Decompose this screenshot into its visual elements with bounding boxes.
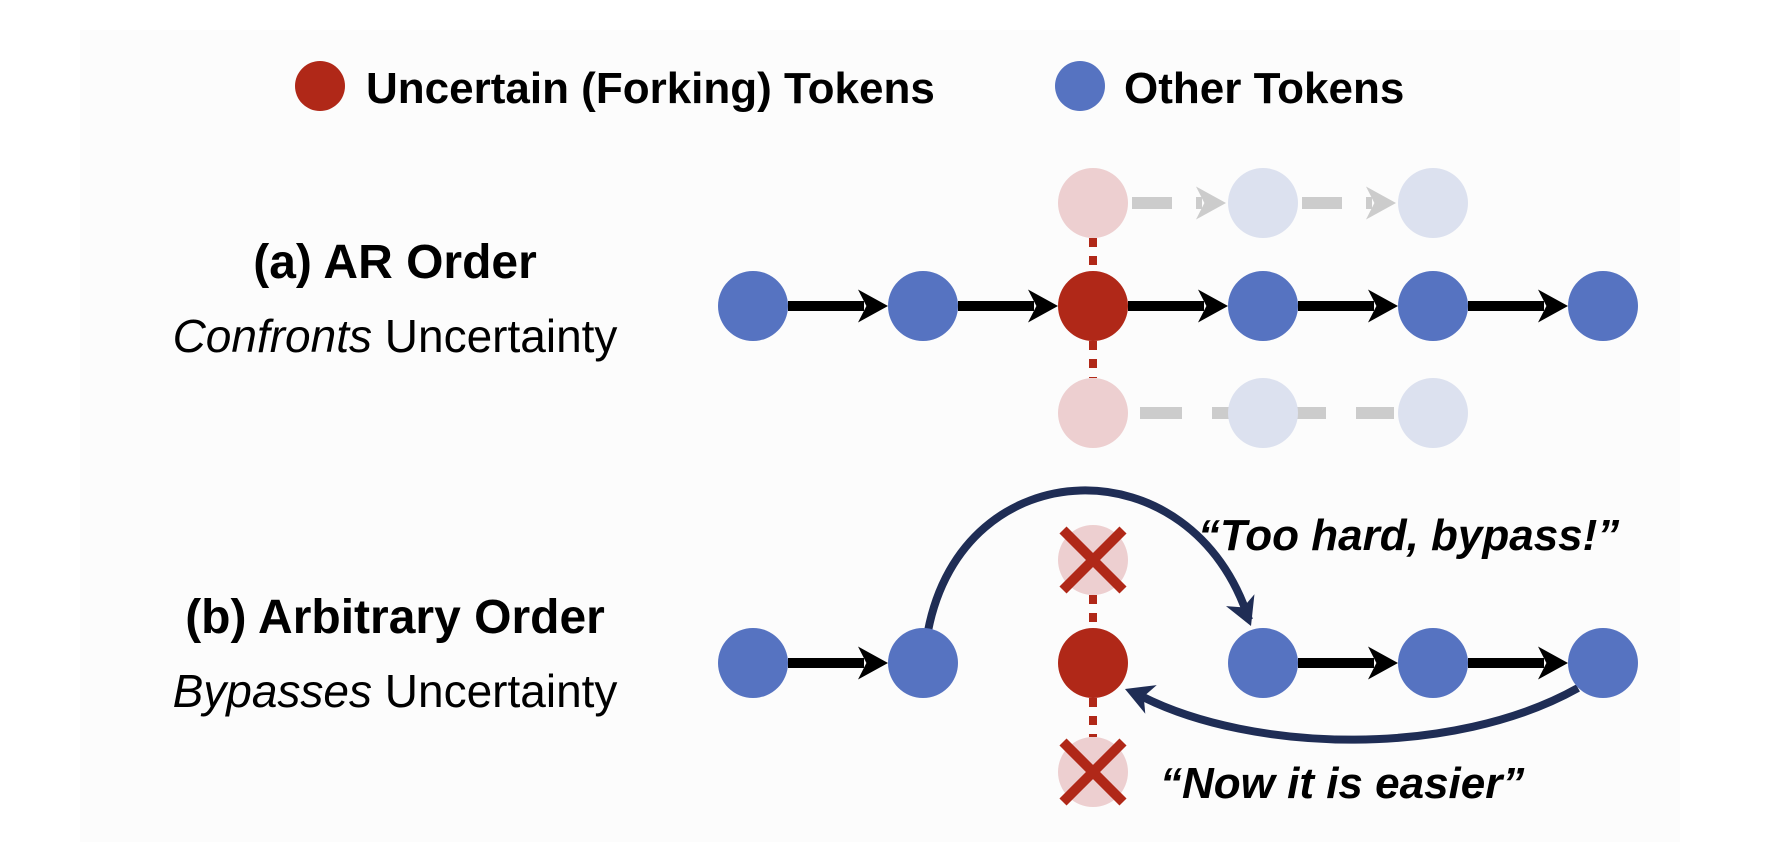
panel-a-subtitle-italic: Confronts	[173, 310, 372, 362]
sequence-arrow	[1468, 289, 1568, 323]
sequence-arrow	[788, 289, 888, 323]
arrowhead-icon	[1028, 289, 1058, 323]
bypass-arrow	[924, 486, 1253, 632]
sequence-arrow	[1298, 646, 1398, 680]
token	[1568, 628, 1638, 698]
return-annotation: “Now it is easier”	[1160, 759, 1524, 808]
panel-b-subtitle-rest: Uncertainty	[372, 665, 617, 717]
panel-a-diagram	[718, 168, 1638, 448]
arrowhead-icon	[1368, 289, 1398, 323]
token	[1228, 628, 1298, 698]
sequence-arrow	[1128, 289, 1228, 323]
sequence-arrow	[958, 289, 1058, 323]
token	[1398, 628, 1468, 698]
panel-b-subtitle-italic: Bypasses	[173, 665, 372, 717]
arrowhead-icon	[858, 646, 888, 680]
forking-token	[1058, 628, 1128, 698]
return-arrowhead-icon	[1125, 685, 1157, 714]
arrowhead-icon	[1538, 646, 1568, 680]
arrowhead-icon	[1368, 646, 1398, 680]
panel-a-subtitle: Confronts Uncertainty	[173, 310, 618, 362]
ghost-arrow	[1132, 186, 1226, 220]
token	[1568, 271, 1638, 341]
ghost-token-bottom	[1228, 378, 1298, 448]
ghost-token-bottom	[1398, 378, 1468, 448]
cross-stroke	[1059, 738, 1127, 806]
token	[1398, 271, 1468, 341]
arrowhead-icon	[1366, 186, 1396, 220]
sequence-arrow	[1468, 646, 1568, 680]
legend-label-other: Other Tokens	[1124, 64, 1404, 113]
legend: Uncertain (Forking) Tokens Other Tokens	[295, 61, 1404, 113]
ghost-token-top	[1058, 168, 1128, 238]
cross-stroke	[1059, 526, 1127, 594]
ghost-token-top	[1228, 168, 1298, 238]
panel-a-label: (a) AR Order Confronts Uncertainty	[173, 236, 618, 362]
token	[718, 271, 788, 341]
sequence-arrow	[788, 646, 888, 680]
token	[888, 628, 958, 698]
arrowhead-icon	[1538, 289, 1568, 323]
panel-a-subtitle-rest: Uncertainty	[372, 310, 617, 362]
panel-a-title: (a) AR Order	[253, 236, 537, 289]
arrowhead-icon	[1198, 289, 1228, 323]
blue-dot-icon	[1055, 61, 1105, 111]
bypass-arrowhead-icon	[1226, 594, 1255, 626]
token	[718, 628, 788, 698]
panel-b-label: (b) Arbitrary Order Bypasses Uncertainty	[173, 591, 618, 717]
token	[888, 271, 958, 341]
ghost-token-bottom	[1058, 378, 1128, 448]
cross-icon	[1059, 526, 1127, 594]
sequence-arrow	[1298, 289, 1398, 323]
return-arrow	[1139, 684, 1580, 744]
forking-token	[1058, 271, 1128, 341]
red-dot-icon	[295, 61, 345, 111]
arrowhead-icon	[1196, 186, 1226, 220]
cross-icon	[1059, 738, 1127, 806]
panel-b-diagram	[718, 486, 1638, 807]
bypass-annotation: “Too hard, bypass!”	[1198, 511, 1619, 560]
panel-b-title: (b) Arbitrary Order	[185, 591, 605, 644]
ghost-token-top	[1398, 168, 1468, 238]
token	[1228, 271, 1298, 341]
legend-label-forking: Uncertain (Forking) Tokens	[366, 64, 935, 113]
ghost-arrow	[1302, 186, 1396, 220]
panel-b-subtitle: Bypasses Uncertainty	[173, 665, 618, 717]
arrowhead-icon	[858, 289, 888, 323]
